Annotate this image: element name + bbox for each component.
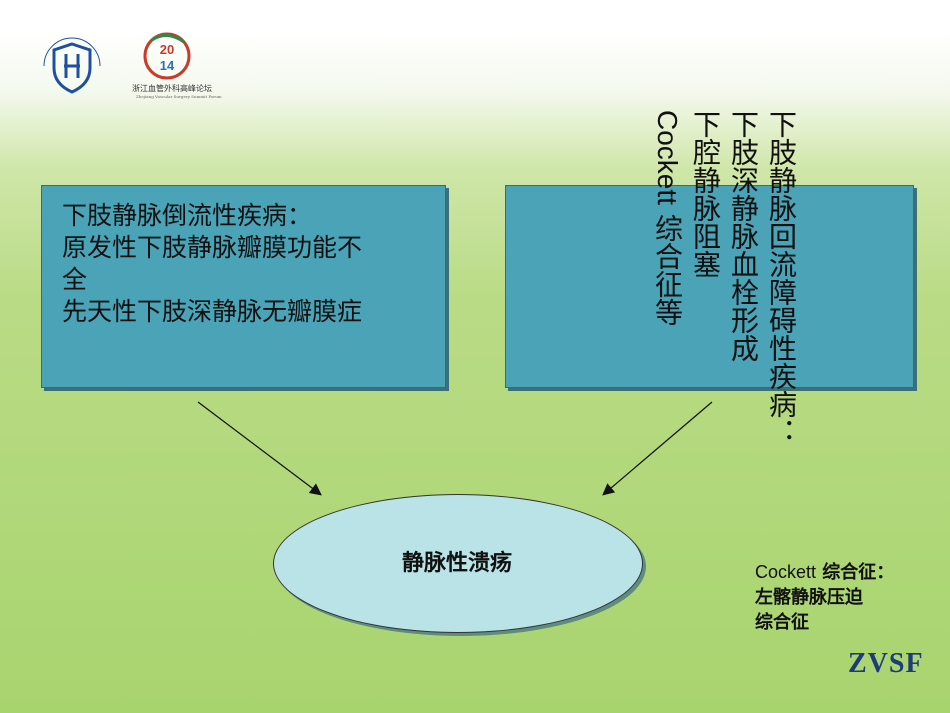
- forum-year-top: 20: [160, 42, 174, 57]
- obstruction-item-ivc: 下腔静脉阻塞: [689, 110, 722, 278]
- note-line3: 综合征: [755, 612, 809, 633]
- reflux-item-primary-cont: 全: [62, 265, 88, 294]
- obstruction-item-cockett: Cockett 综合征等: [648, 110, 686, 446]
- reflux-item-primary: 原发性下肢静脉瓣膜功能不: [62, 233, 363, 262]
- note-line2: 左髂静脉压迫: [755, 587, 863, 608]
- hospital-logo: [36, 28, 108, 104]
- forum-year-bottom: 14: [160, 58, 175, 73]
- obstruction-disease-box: [505, 185, 914, 388]
- obstruction-text: 下肢静脉回流障碍性疾病： 下肢深静脉血栓形成 下腔静脉阻塞 Cockett 综合…: [648, 110, 800, 446]
- cockett-note: Cockett 综合征： 左髂静脉压迫 综合征: [755, 560, 894, 635]
- forum-emblem-icon: 20 14: [143, 32, 191, 80]
- cockett-word: Cockett: [652, 110, 683, 205]
- note-line1: 综合征：: [816, 562, 895, 583]
- venous-ulcer-ellipse: [273, 494, 643, 633]
- reflux-disease-box: 下肢静脉倒流性疾病： 原发性下肢静脉瓣膜功能不 全 先天性下肢深静脉无瓣膜症: [41, 185, 446, 388]
- reflux-heading: 下肢静脉倒流性疾病：: [62, 201, 313, 230]
- note-cockett-word: Cockett: [755, 562, 817, 582]
- venous-ulcer-label: 静脉性溃疡: [401, 551, 512, 576]
- obstruction-heading: 下肢静脉回流障碍性疾病：: [765, 110, 798, 446]
- zvsf-brand: ZVSF: [848, 648, 924, 679]
- reflux-item-congenital: 先天性下肢深静脉无瓣膜症: [62, 297, 363, 326]
- forum-subcaption: Zhejiang Vascular Surgery Summit Forum: [136, 94, 222, 99]
- cockett-suffix: 综合征等: [651, 204, 684, 326]
- obstruction-item-dvt: 下肢深静脉血栓形成: [727, 110, 760, 362]
- forum-logo: 20 14 浙江血管外科高峰论坛 Zhejiang Vascular Surge…: [132, 30, 242, 100]
- hospital-emblem-icon: [43, 37, 101, 94]
- forum-caption: 浙江血管外科高峰论坛: [132, 84, 212, 93]
- arrow-left: [197, 401, 322, 496]
